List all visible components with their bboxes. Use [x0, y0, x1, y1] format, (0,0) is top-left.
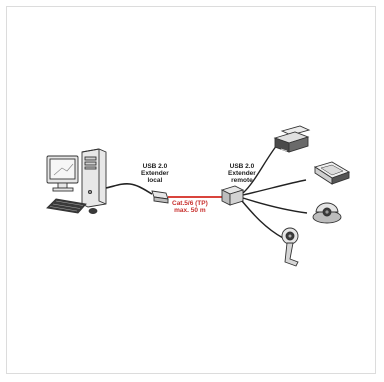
extender-remote-label: USB 2.0 Extender remote [228, 163, 256, 185]
cable-label-line2: max. 50 m [172, 207, 208, 214]
extender-remote-line2: Extender [228, 170, 256, 177]
scanner-icon [315, 162, 349, 184]
extender-local-line1: USB 2.0 [141, 163, 169, 170]
mouse-icon [89, 208, 97, 213]
printer-icon [275, 126, 309, 152]
webcam-icon [282, 228, 298, 266]
extender-local-line2: Extender [141, 170, 169, 177]
extender-remote-line1: USB 2.0 [228, 163, 256, 170]
extender-remote-line3: remote [228, 177, 256, 184]
usb-cable-local [106, 184, 152, 194]
dome-camera-icon [313, 203, 341, 223]
computer-tower-icon [82, 149, 106, 207]
extender-remote-device [222, 186, 243, 205]
remote-device-cables [242, 145, 307, 238]
extender-local-device [152, 191, 168, 203]
cable-label-line1: Cat.5/6 (TP) [172, 200, 208, 207]
keyboard-icon [47, 199, 86, 213]
extender-local-line3: local [141, 177, 169, 184]
monitor-icon [47, 156, 78, 191]
extender-local-label: USB 2.0 Extender local [141, 163, 169, 185]
cable-label: Cat.5/6 (TP) max. 50 m [172, 200, 208, 214]
